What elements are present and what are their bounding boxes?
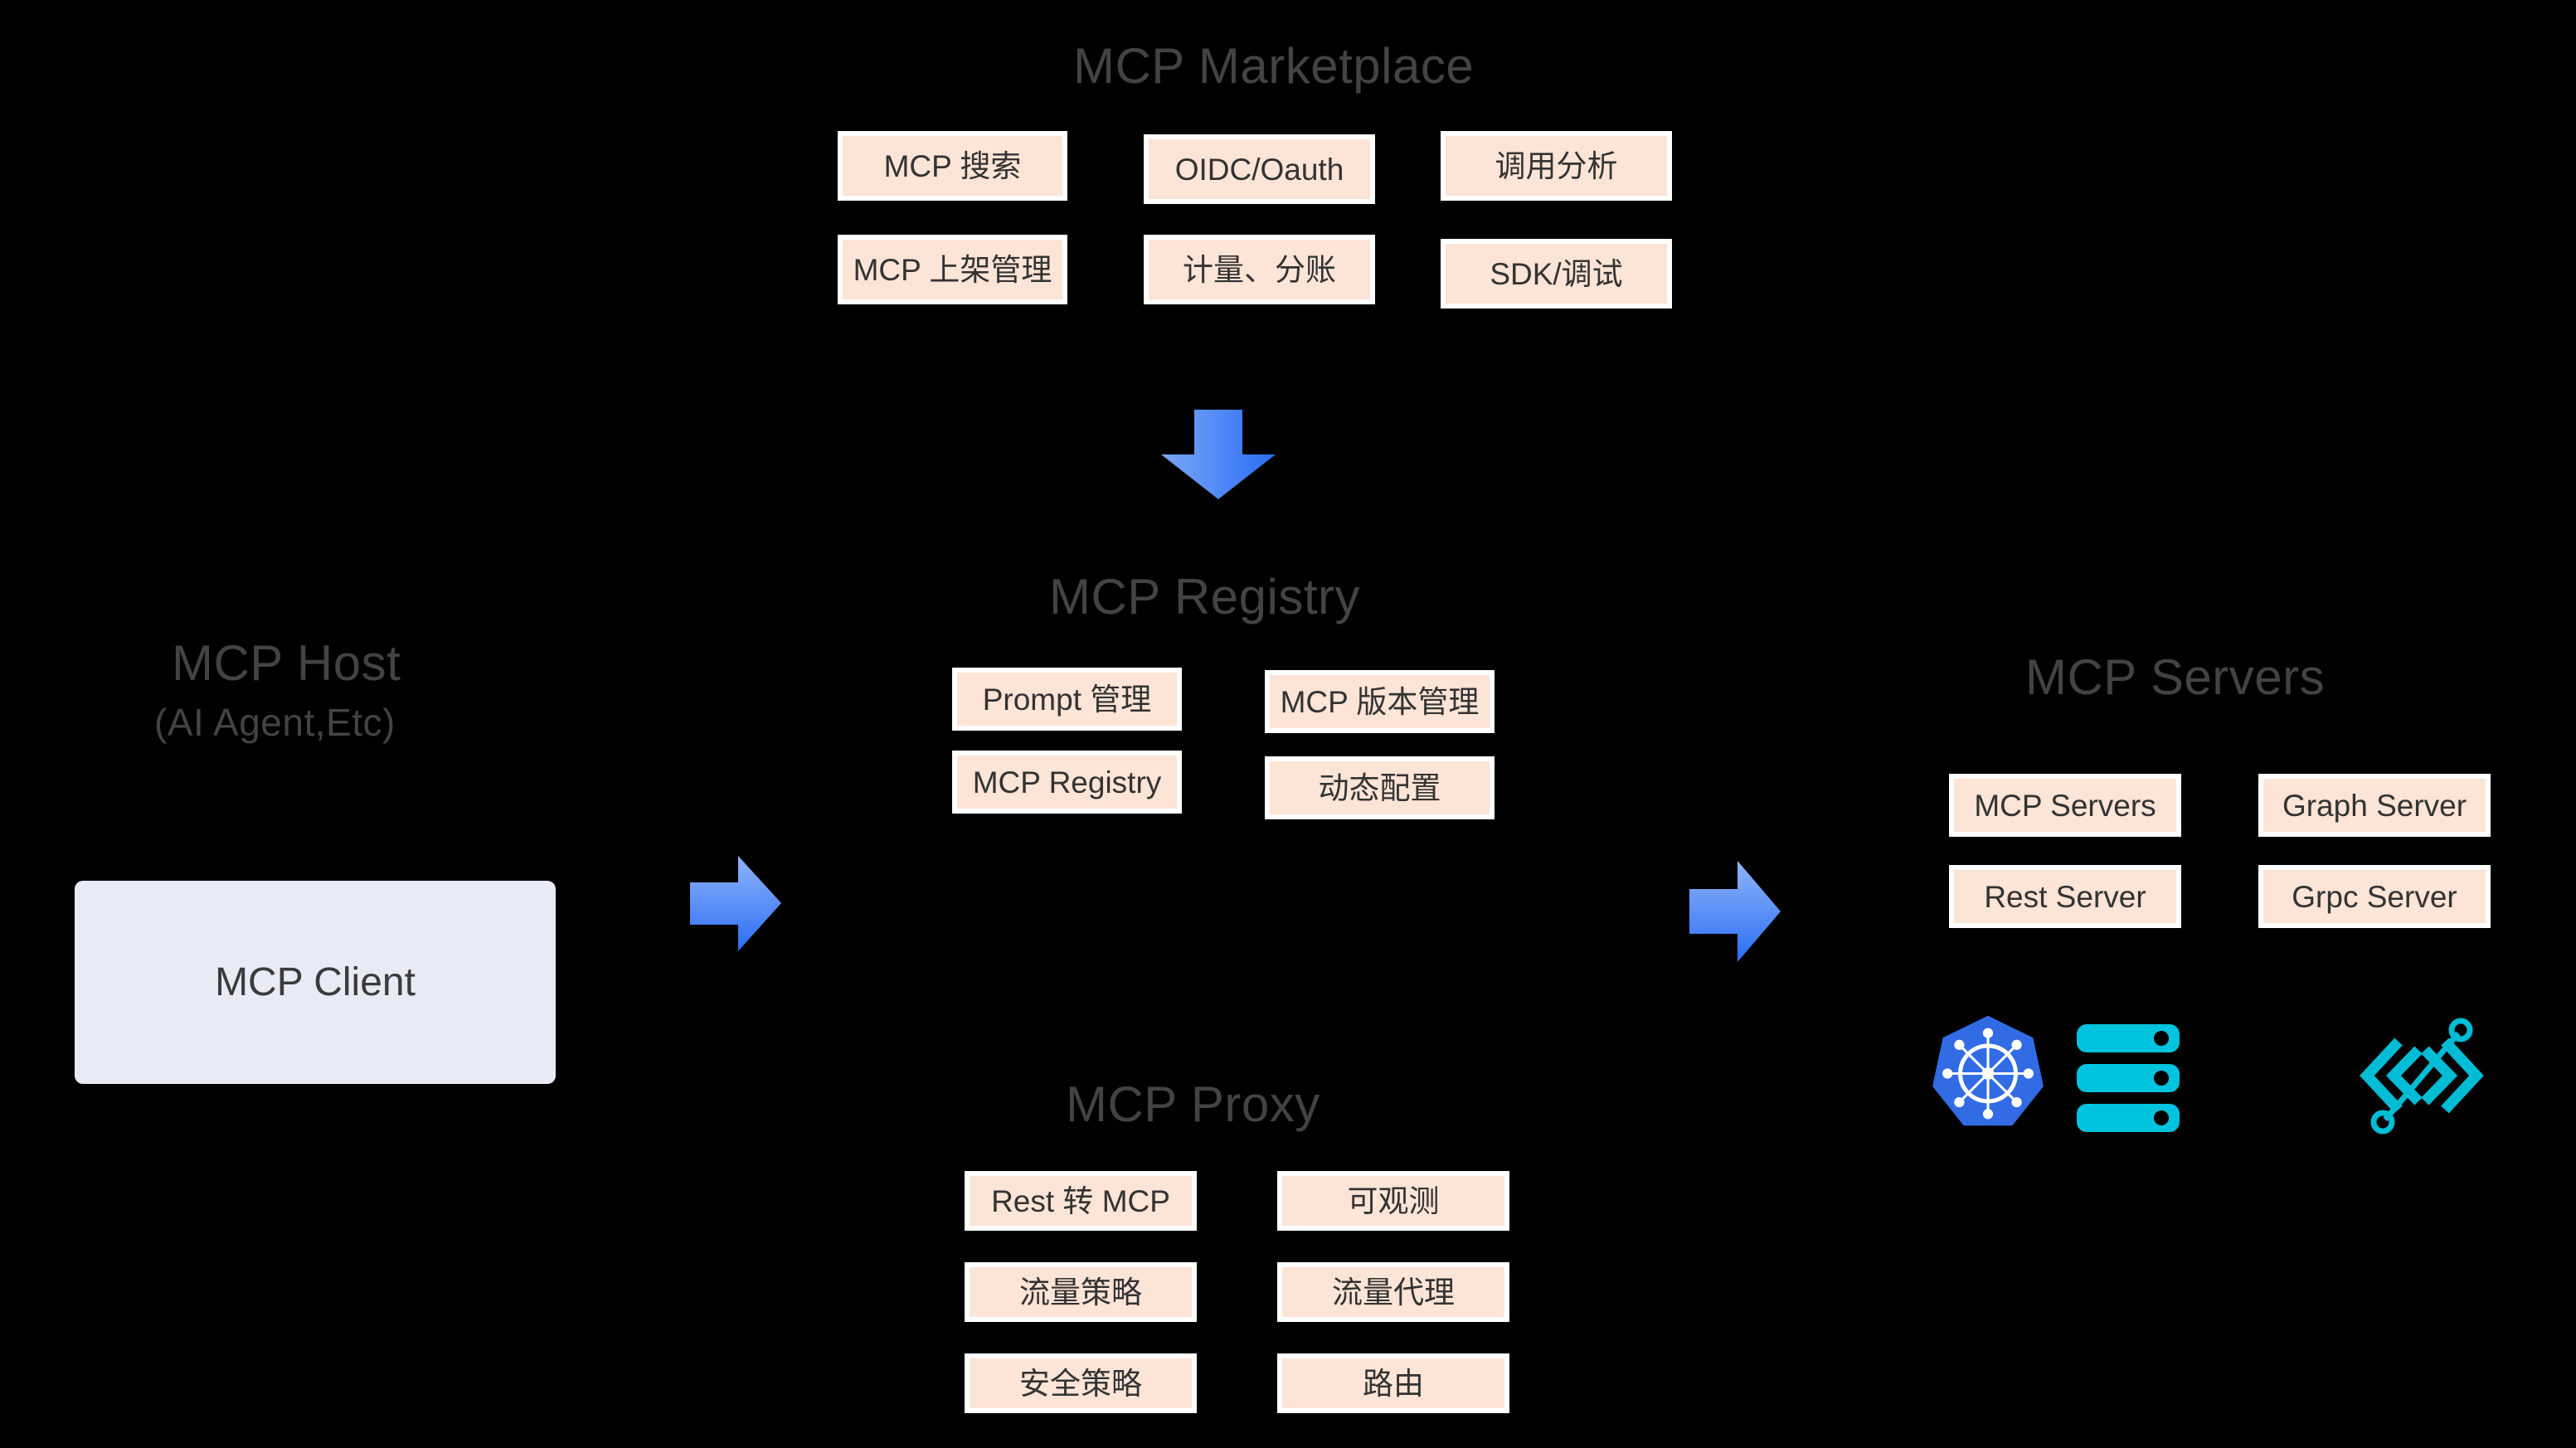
server-stack-icon xyxy=(2077,1024,2180,1132)
arrow-marketplace-to-registry xyxy=(1161,410,1276,499)
marketplace-item-sdk-debug[interactable]: SDK/调试 xyxy=(1441,239,1672,309)
arrow-right-icon xyxy=(1689,861,1781,962)
servers-item-mcp-servers[interactable]: MCP Servers xyxy=(1949,774,2181,837)
proxy-title: MCP Proxy xyxy=(1066,1076,1320,1132)
arrow-client-to-registry xyxy=(690,856,781,951)
proxy-item-security-policy[interactable]: 安全策略 xyxy=(965,1353,1197,1413)
registry-item-prompt-management[interactable]: Prompt 管理 xyxy=(952,668,1182,731)
registry-title: MCP Registry xyxy=(1049,569,1360,624)
marketplace-item-call-analysis[interactable]: 调用分析 xyxy=(1441,131,1672,201)
api-brackets-icon xyxy=(2355,1013,2488,1138)
marketplace-item-mcp-search[interactable]: MCP 搜索 xyxy=(838,131,1067,201)
kubernetes-icon xyxy=(1930,1013,2046,1134)
proxy-item-traffic-policy[interactable]: 流量策略 xyxy=(965,1262,1197,1322)
servers-item-rest-server[interactable]: Rest Server xyxy=(1949,865,2181,928)
kubernetes-icon xyxy=(1932,1015,2044,1126)
host-subtitle: (AI Agent,Etc) xyxy=(154,701,396,744)
marketplace-item-oidc-oauth[interactable]: OIDC/Oauth xyxy=(1144,134,1375,204)
marketplace-title: MCP Marketplace xyxy=(1073,38,1475,94)
proxy-item-traffic-proxy[interactable]: 流量代理 xyxy=(1277,1262,1509,1322)
proxy-item-rest-to-mcp[interactable]: Rest 转 MCP xyxy=(965,1171,1197,1231)
registry-item-mcp-registry[interactable]: MCP Registry xyxy=(952,751,1182,814)
arrow-down-icon xyxy=(1161,410,1276,499)
arrow-right-icon xyxy=(690,856,781,951)
marketplace-item-listing-management[interactable]: MCP 上架管理 xyxy=(838,235,1067,304)
servers-title: MCP Servers xyxy=(2025,649,2326,705)
proxy-item-routing[interactable]: 路由 xyxy=(1277,1353,1509,1413)
server-stack-icon xyxy=(2077,1024,2180,1132)
registry-item-dynamic-config[interactable]: 动态配置 xyxy=(1265,756,1495,819)
host-title: MCP Host xyxy=(172,635,401,691)
servers-item-grpc-server[interactable]: Grpc Server xyxy=(2258,865,2491,928)
servers-item-graph-server[interactable]: Graph Server xyxy=(2258,774,2491,837)
proxy-item-observability[interactable]: 可观测 xyxy=(1277,1171,1509,1231)
api-brackets-icon xyxy=(2360,1018,2484,1135)
marketplace-item-metering-settlement[interactable]: 计量、分账 xyxy=(1144,235,1375,304)
registry-item-version-management[interactable]: MCP 版本管理 xyxy=(1265,670,1495,733)
arrow-registry-to-servers xyxy=(1689,861,1781,962)
mcp-client-box[interactable]: MCP Client xyxy=(75,881,556,1084)
